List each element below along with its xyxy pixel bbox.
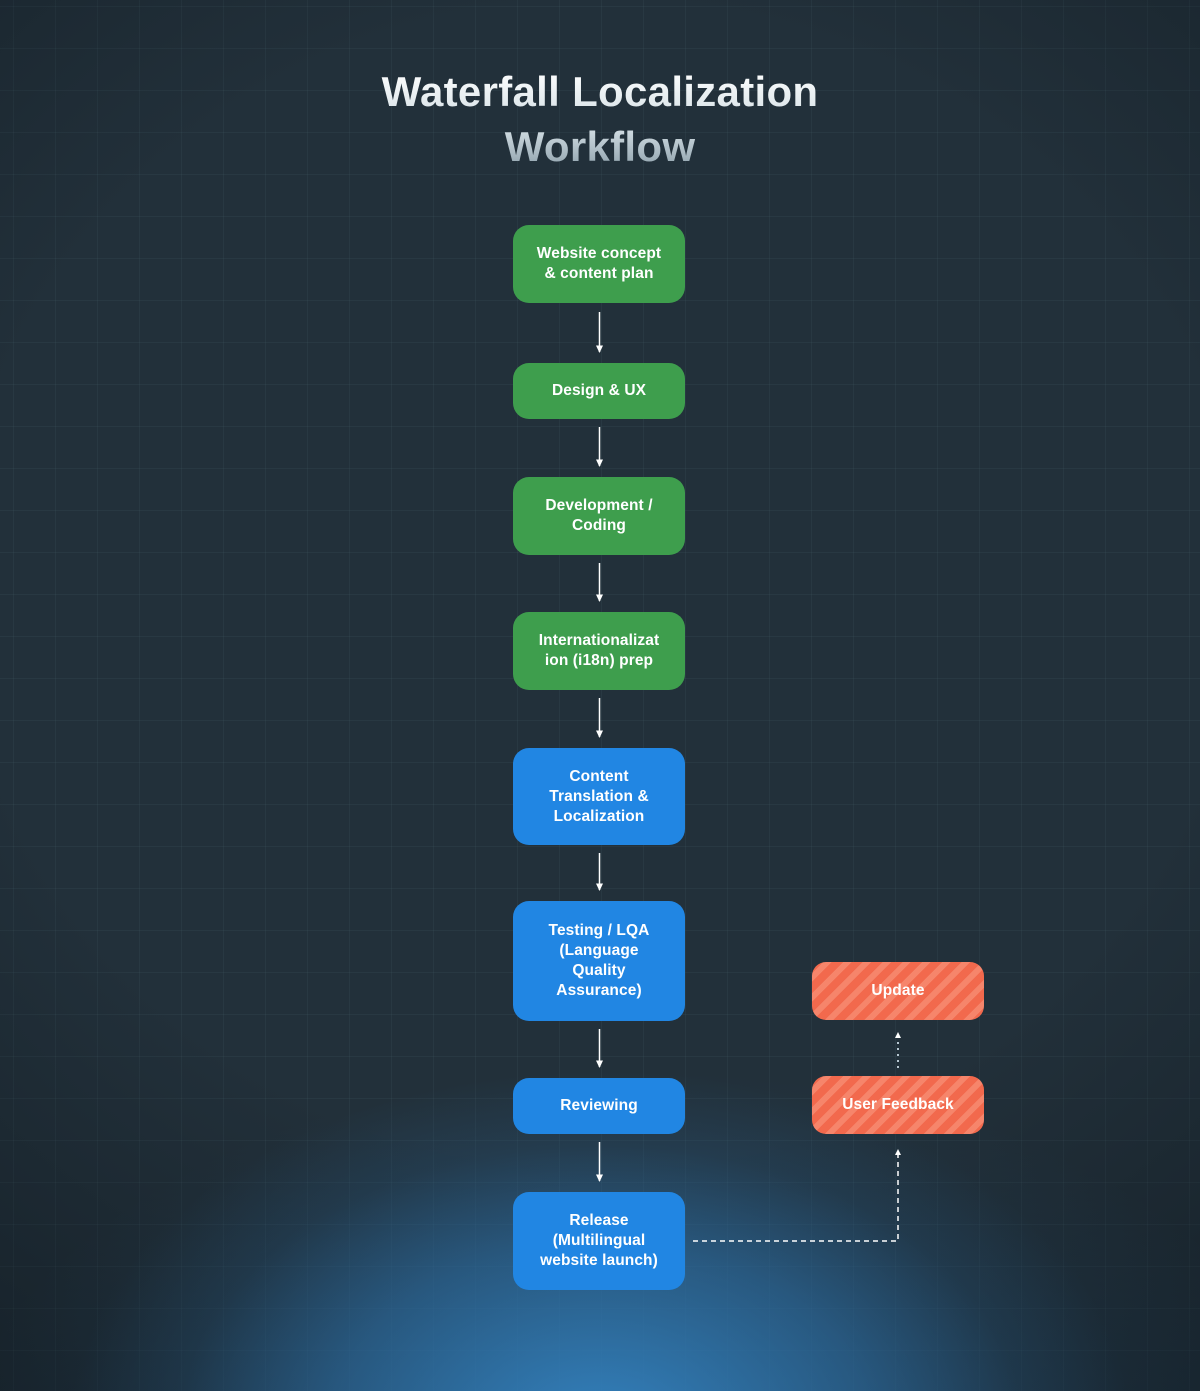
flow-node-reviewing: Reviewing — [513, 1078, 685, 1134]
feedback-node-update: Update — [812, 962, 984, 1020]
flow-node-design-ux: Design & UX — [513, 363, 685, 419]
feedback-node-user-feedback: User Feedback — [812, 1076, 984, 1134]
flow-node-label: User Feedback — [842, 1096, 954, 1113]
title-line-2: Workflow — [0, 119, 1200, 174]
flow-node-i18n-prep: Internationalizat ion (i18n) prep — [513, 612, 685, 690]
flow-node-release: Release (Multilingual website launch) — [513, 1192, 685, 1290]
flow-node-label: Website concept & content plan — [536, 245, 662, 282]
title-line-1: Waterfall Localization — [0, 64, 1200, 119]
flow-node-label: Release (Multilingual website launch) — [540, 1212, 658, 1269]
flow-node-label: Design & UX — [551, 382, 647, 399]
flow-node-website-concept: Website concept & content plan — [513, 225, 685, 303]
page-title: Waterfall Localization Workflow — [0, 64, 1200, 174]
flow-node-testing-lqa: Testing / LQA (Language Quality Assuranc… — [513, 901, 685, 1021]
flow-node-label: Reviewing — [560, 1097, 638, 1114]
flow-node-label: Testing / LQA (Language Quality Assuranc… — [548, 922, 650, 999]
flow-node-label: Internationalizat ion (i18n) prep — [538, 632, 660, 669]
flow-node-content-translation: Content Translation & Localization — [513, 748, 685, 845]
flow-node-label: Development / Coding — [545, 497, 653, 534]
flow-node-label: Update — [871, 982, 925, 999]
flow-node-label: Content Translation & Localization — [549, 767, 649, 825]
flow-node-development-coding: Development / Coding — [513, 477, 685, 555]
